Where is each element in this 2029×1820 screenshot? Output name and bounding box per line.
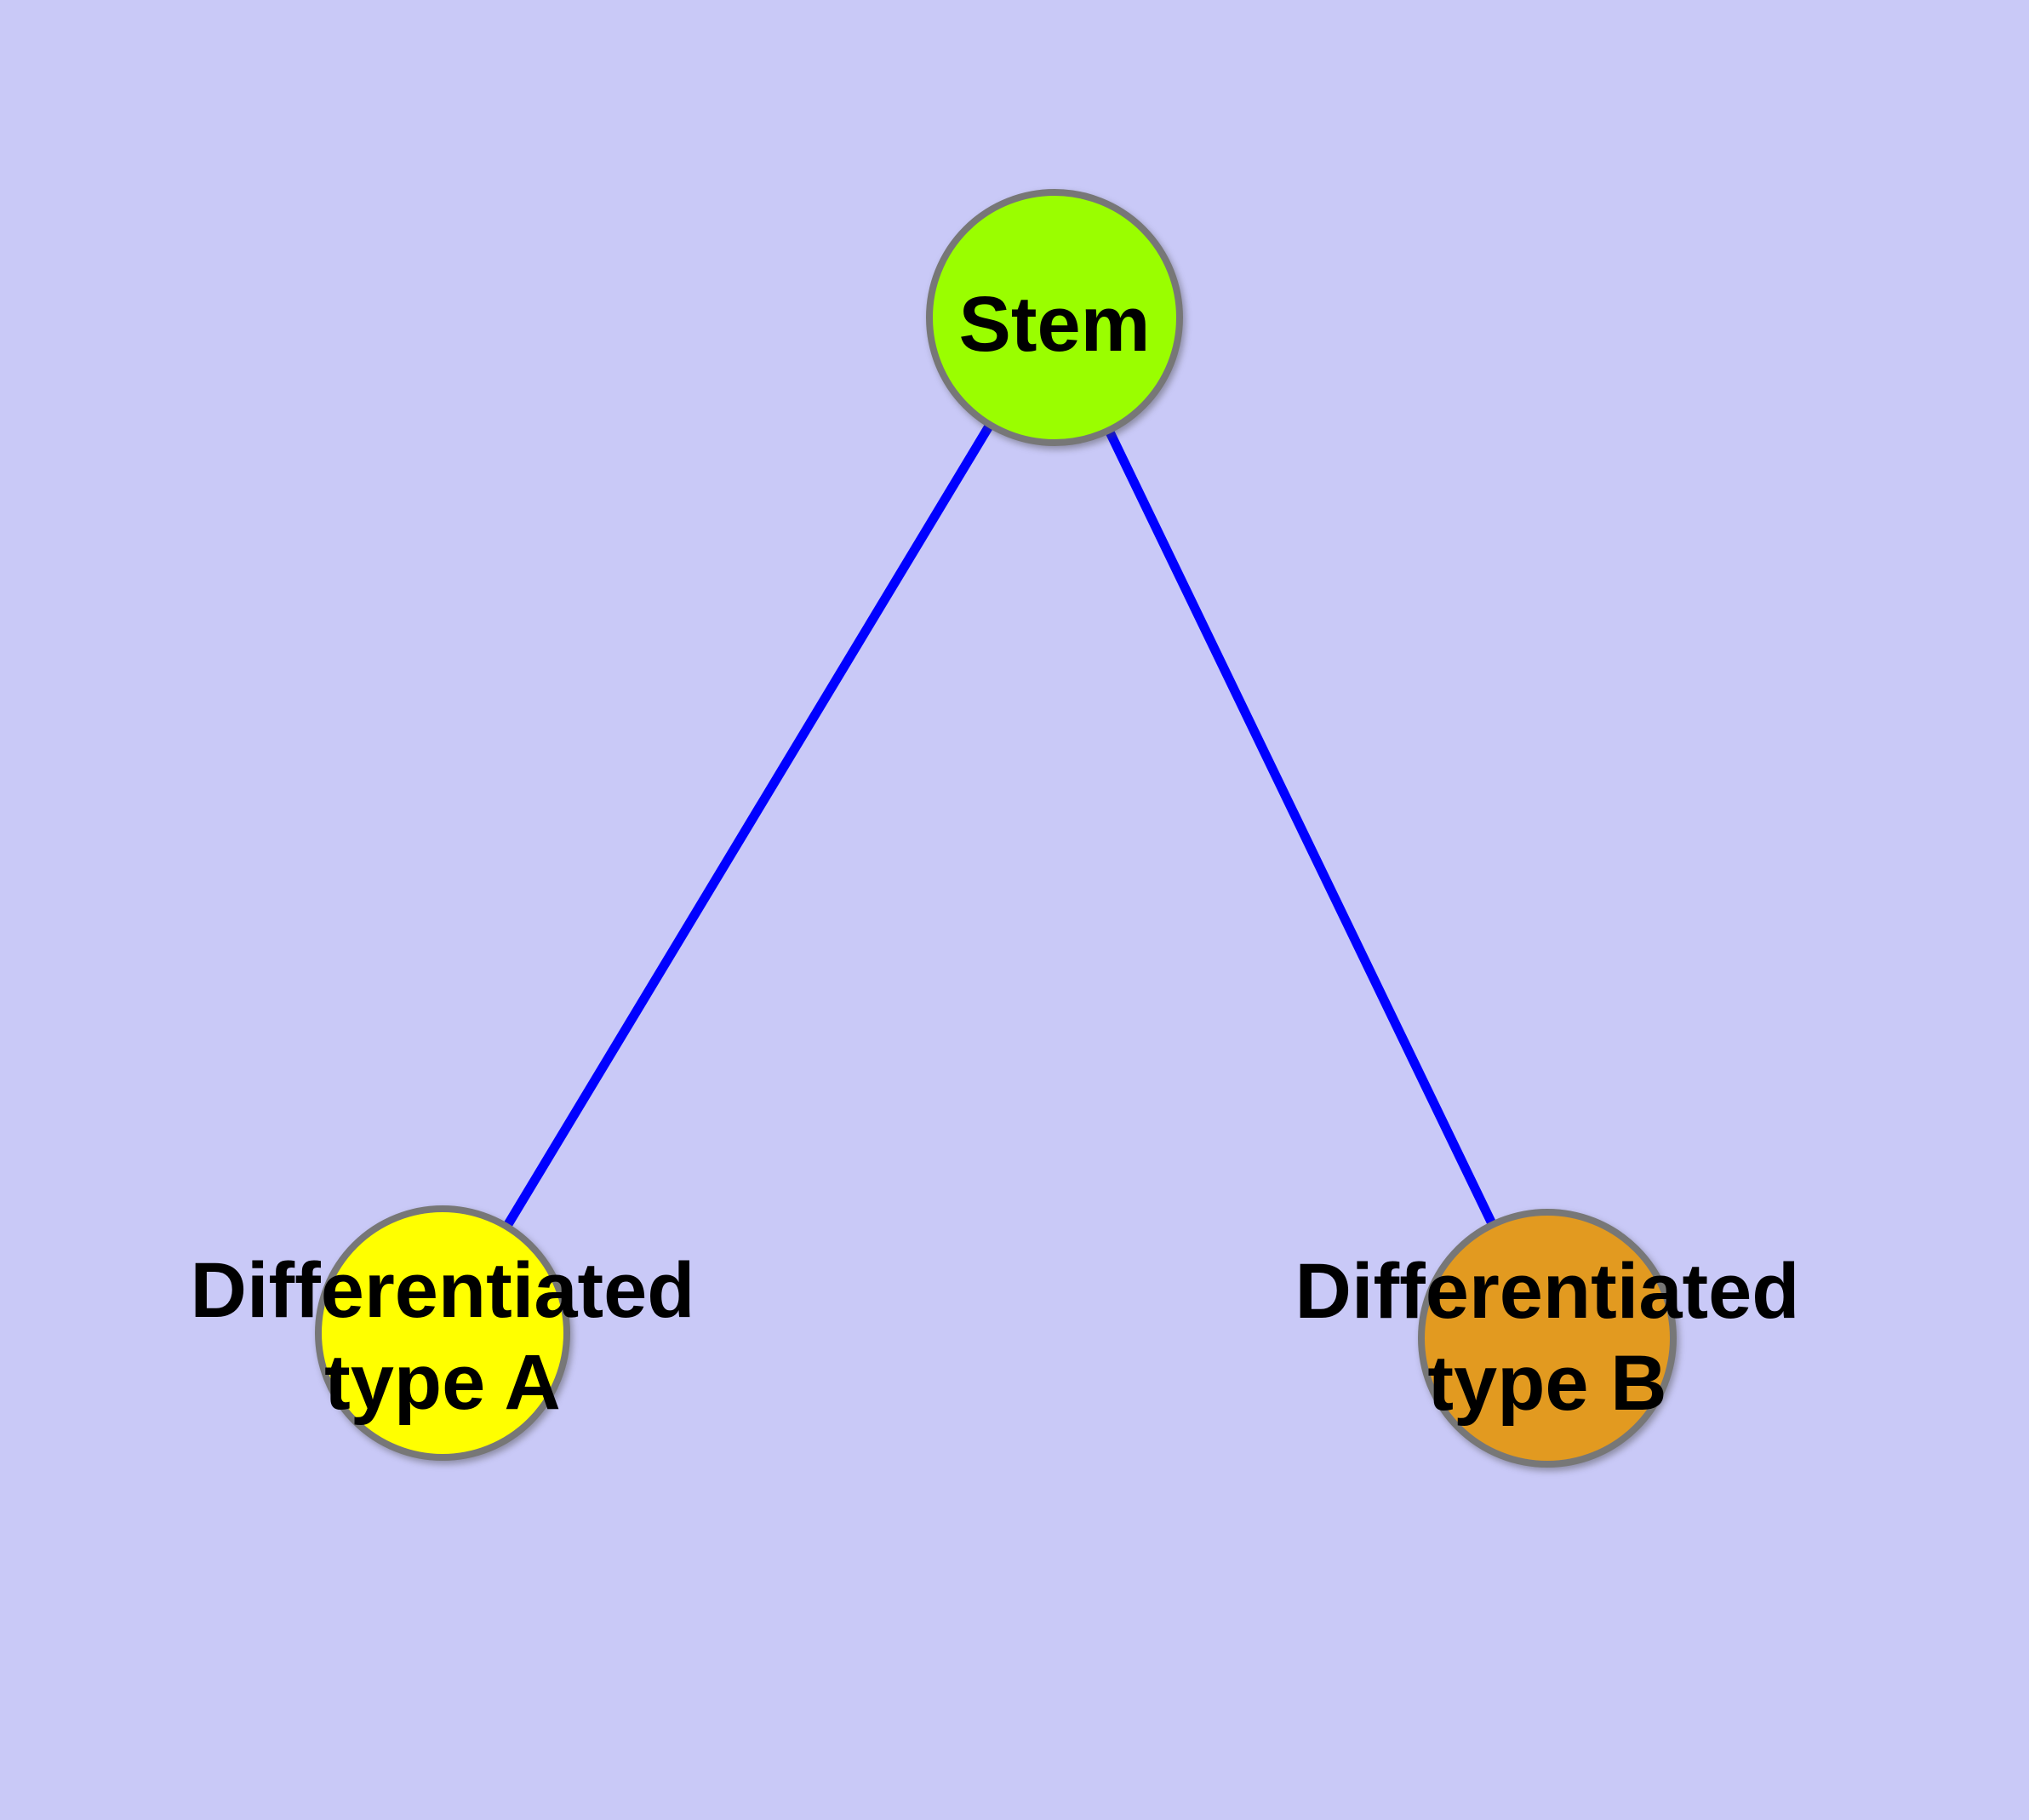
node-differentiated-type-b-circle[interactable] <box>1418 1209 1677 1468</box>
node-stem-circle[interactable] <box>926 189 1183 446</box>
node-differentiated-type-a-label-line2: type A <box>324 1339 561 1426</box>
node-differentiated-type-a-circle[interactable] <box>315 1205 570 1461</box>
node-stem-label: Stem <box>959 281 1151 368</box>
node-differentiated-type-a-label-line1: Differentiated <box>191 1247 695 1334</box>
node-differentiated-type-b-label-line1: Differentiated <box>1295 1248 1800 1335</box>
node-differentiated-type-b-label-line2: type B <box>1427 1340 1666 1427</box>
edge-stem-to-type-b <box>1050 315 1552 1341</box>
edge-stem-to-type-a <box>438 315 1059 1336</box>
